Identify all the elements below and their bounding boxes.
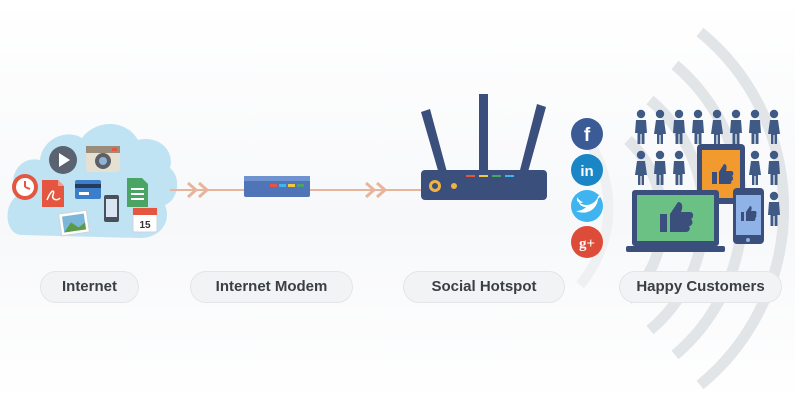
customer-devices xyxy=(626,144,764,252)
modem-device xyxy=(244,176,310,197)
smartphone-device xyxy=(733,188,764,244)
person-icon xyxy=(768,191,780,226)
facebook-icon: f xyxy=(571,118,603,150)
thumbs-up-icon xyxy=(712,164,734,184)
internet-cloud: 15 xyxy=(7,124,178,238)
photo-icon xyxy=(58,209,90,237)
person-icon xyxy=(711,109,723,144)
twitter-icon xyxy=(571,190,603,222)
document-icon xyxy=(127,178,148,207)
linkedin-glyph: in xyxy=(580,163,593,180)
person-icon xyxy=(768,150,780,185)
person-icon xyxy=(692,109,704,144)
connector-modem-hotspot xyxy=(310,181,421,199)
person-icon xyxy=(673,150,685,185)
pdf-icon xyxy=(42,180,64,207)
laptop-device xyxy=(626,190,725,252)
label-internet-modem: Internet Modem xyxy=(190,271,353,303)
label-internet: Internet xyxy=(40,271,139,303)
calendar-day: 15 xyxy=(139,220,151,231)
person-icon xyxy=(749,150,761,185)
thumbs-up-icon xyxy=(741,206,757,221)
person-icon xyxy=(654,150,666,185)
label-social-hotspot: Social Hotspot xyxy=(403,271,565,303)
googleplus-glyph: g+ xyxy=(579,236,595,252)
linkedin-icon: in xyxy=(571,154,603,186)
calendar-icon: 15 xyxy=(132,207,158,233)
connector-internet-modem xyxy=(170,181,244,199)
router-device xyxy=(421,94,547,200)
person-icon xyxy=(730,109,742,144)
phone-icon xyxy=(104,195,119,222)
person-icon xyxy=(635,109,647,144)
googleplus-icon: g+ xyxy=(571,226,603,258)
social-icons: f in g+ xyxy=(571,118,603,258)
facebook-glyph: f xyxy=(584,125,591,146)
person-icon xyxy=(768,109,780,144)
person-icon xyxy=(673,109,685,144)
thumbs-up-icon xyxy=(660,202,694,232)
play-icon xyxy=(49,146,77,174)
person-icon xyxy=(635,150,647,185)
card-icon xyxy=(75,180,101,199)
clock-icon xyxy=(12,174,38,200)
person-icon xyxy=(654,109,666,144)
person-icon xyxy=(749,109,761,144)
camera-icon xyxy=(86,146,120,172)
label-happy-customers: Happy Customers xyxy=(619,271,782,303)
